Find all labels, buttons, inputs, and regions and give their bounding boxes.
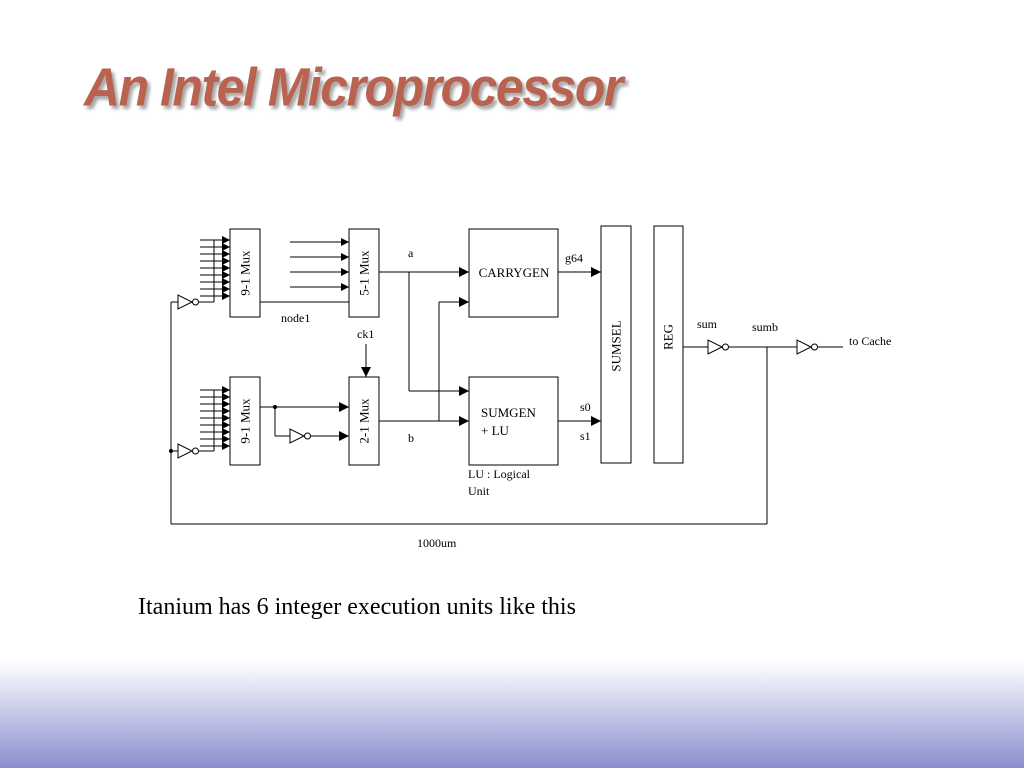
ck1-label: ck1: [357, 327, 374, 341]
sum-label: sum: [697, 317, 718, 331]
inverter-top-feedback: [171, 294, 214, 310]
sumgen-label-line1: SUMGEN: [481, 405, 537, 420]
s1-label: s1: [580, 429, 591, 443]
slide-title: An Intel Microprocessor: [84, 57, 623, 118]
s0-label: s0: [580, 400, 591, 414]
reg-label: REG: [661, 324, 676, 350]
mux-bottom-mid-label: 2-1 Mux: [357, 398, 372, 444]
carrygen-label: CARRYGEN: [479, 265, 550, 280]
g64-label: g64: [565, 251, 583, 265]
lu-note-line1: LU : Logical: [468, 467, 531, 481]
sumgen-block: [468, 376, 559, 466]
feedback-loop-1000um: [170, 302, 768, 525]
sumsel-label: SUMSEL: [609, 320, 624, 371]
slide-caption: Itanium has 6 integer execution units li…: [138, 594, 576, 620]
output-chain: [683, 339, 843, 355]
mux-top-mid-label: 5-1 Mux: [357, 250, 372, 296]
junction-dot: [273, 405, 277, 409]
mux-bottom-left: [229, 376, 261, 466]
sumsel-block: [600, 225, 632, 464]
reg-block: [653, 225, 684, 464]
signal-b-label: b: [408, 431, 414, 445]
lu-note-line2: Unit: [468, 484, 490, 498]
wire-a: [379, 267, 469, 396]
carrygen-block: [468, 228, 559, 318]
wire-b: [379, 297, 469, 426]
to-cache-label: to Cache: [849, 334, 891, 348]
sumgen-label-line2: + LU: [481, 423, 510, 438]
mux-top-left-label: 9-1 Mux: [238, 250, 253, 296]
mux-bottom-left-inputs: [200, 386, 230, 451]
mux-bottom-mid-inputs: [260, 402, 349, 444]
mux-top-left: [229, 228, 261, 318]
junction-dot: [169, 449, 173, 453]
mux-top-mid-inputs: [290, 238, 349, 291]
sumb-label: sumb: [752, 320, 778, 334]
node1-label: node1: [281, 311, 310, 325]
mux-bottom-left-label: 9-1 Mux: [238, 398, 253, 444]
mux-top-left-inputs: [200, 236, 230, 302]
signal-a-label: a: [408, 246, 414, 260]
mux-top-mid: [348, 228, 380, 318]
length-1000um-label: 1000um: [417, 536, 457, 550]
